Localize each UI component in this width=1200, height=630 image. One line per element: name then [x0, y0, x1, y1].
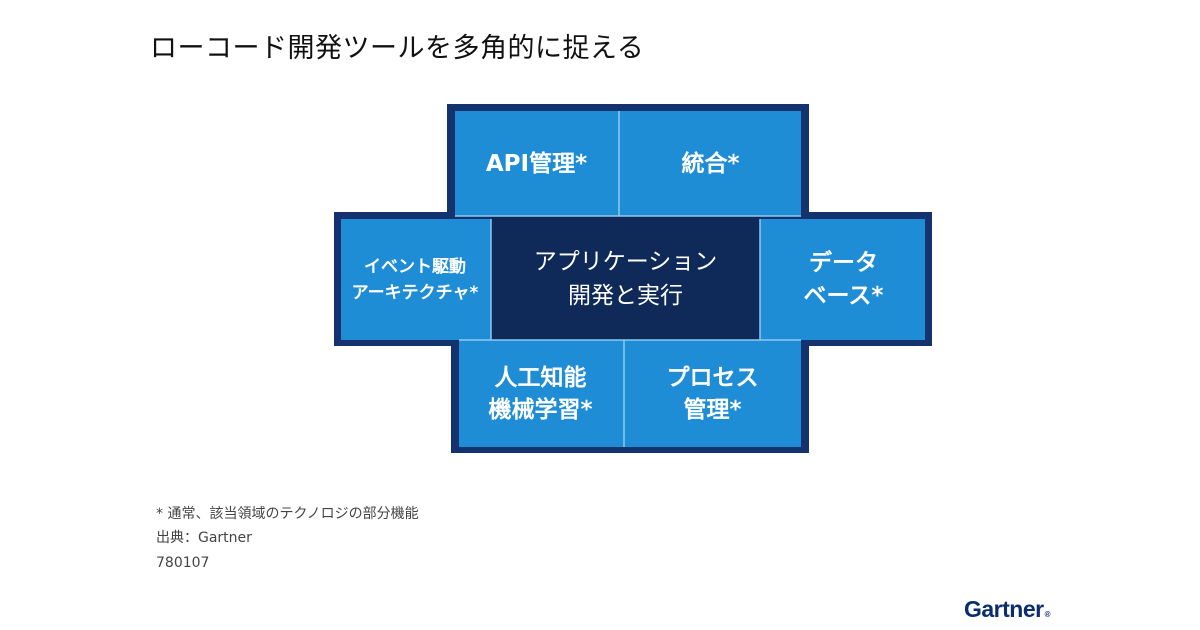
segment-ai-label: 人工知能 機械学習* — [459, 341, 622, 447]
footnote-id: 780107 — [156, 555, 210, 571]
segment-center-bg — [491, 216, 760, 340]
segment-process-label: プロセス 管理* — [624, 341, 801, 447]
segment-database-bg — [760, 219, 925, 340]
segment-process-line-2: 管理* — [683, 397, 742, 423]
segment-integration-bg — [619, 111, 801, 216]
segment-event-bg — [341, 219, 491, 340]
segment-center-line-1: アプリケーション — [533, 249, 718, 276]
segment-integration-label: 統合* — [620, 113, 801, 215]
segment-api-bg — [455, 111, 619, 216]
segment-ai-line-2: 機械学習* — [488, 397, 593, 423]
segment-database-line-2: ベース* — [803, 283, 884, 309]
segment-event-line-2: アーキテクチャ* — [351, 283, 479, 303]
footnote-source: 出典：Gartner — [156, 530, 252, 546]
registered-mark: ® — [1044, 610, 1051, 619]
brand-name: Gartner — [964, 596, 1044, 622]
gartner-logo: Gartner® — [964, 596, 1051, 623]
segment-center-line-2: 開発と実行 — [568, 282, 683, 309]
segment-database-line-1: データ — [809, 249, 878, 276]
segment-event-line-1: イベント駆動 — [364, 256, 466, 277]
segment-api-label: API管理* — [455, 113, 618, 215]
segment-process-bg — [624, 340, 801, 447]
segment-event-label: イベント駆動 アーキテクチャ* — [341, 220, 489, 340]
segment-ai-line-1: 人工知能 — [494, 364, 587, 391]
segment-integration-line: 統合* — [681, 150, 740, 177]
footnote-note: * 通常、該当領域のテクノロジの部分機能 — [156, 506, 419, 522]
segment-api-line: API管理* — [485, 150, 588, 177]
page-title: ローコード開発ツールを多角的に捉える — [150, 33, 645, 64]
segment-ai-bg — [459, 340, 624, 447]
segment-process-line-1: プロセス — [666, 364, 759, 391]
segment-database-label: データ ベース* — [762, 220, 925, 340]
segment-center-label: アプリケーション 開発と実行 — [491, 218, 760, 341]
